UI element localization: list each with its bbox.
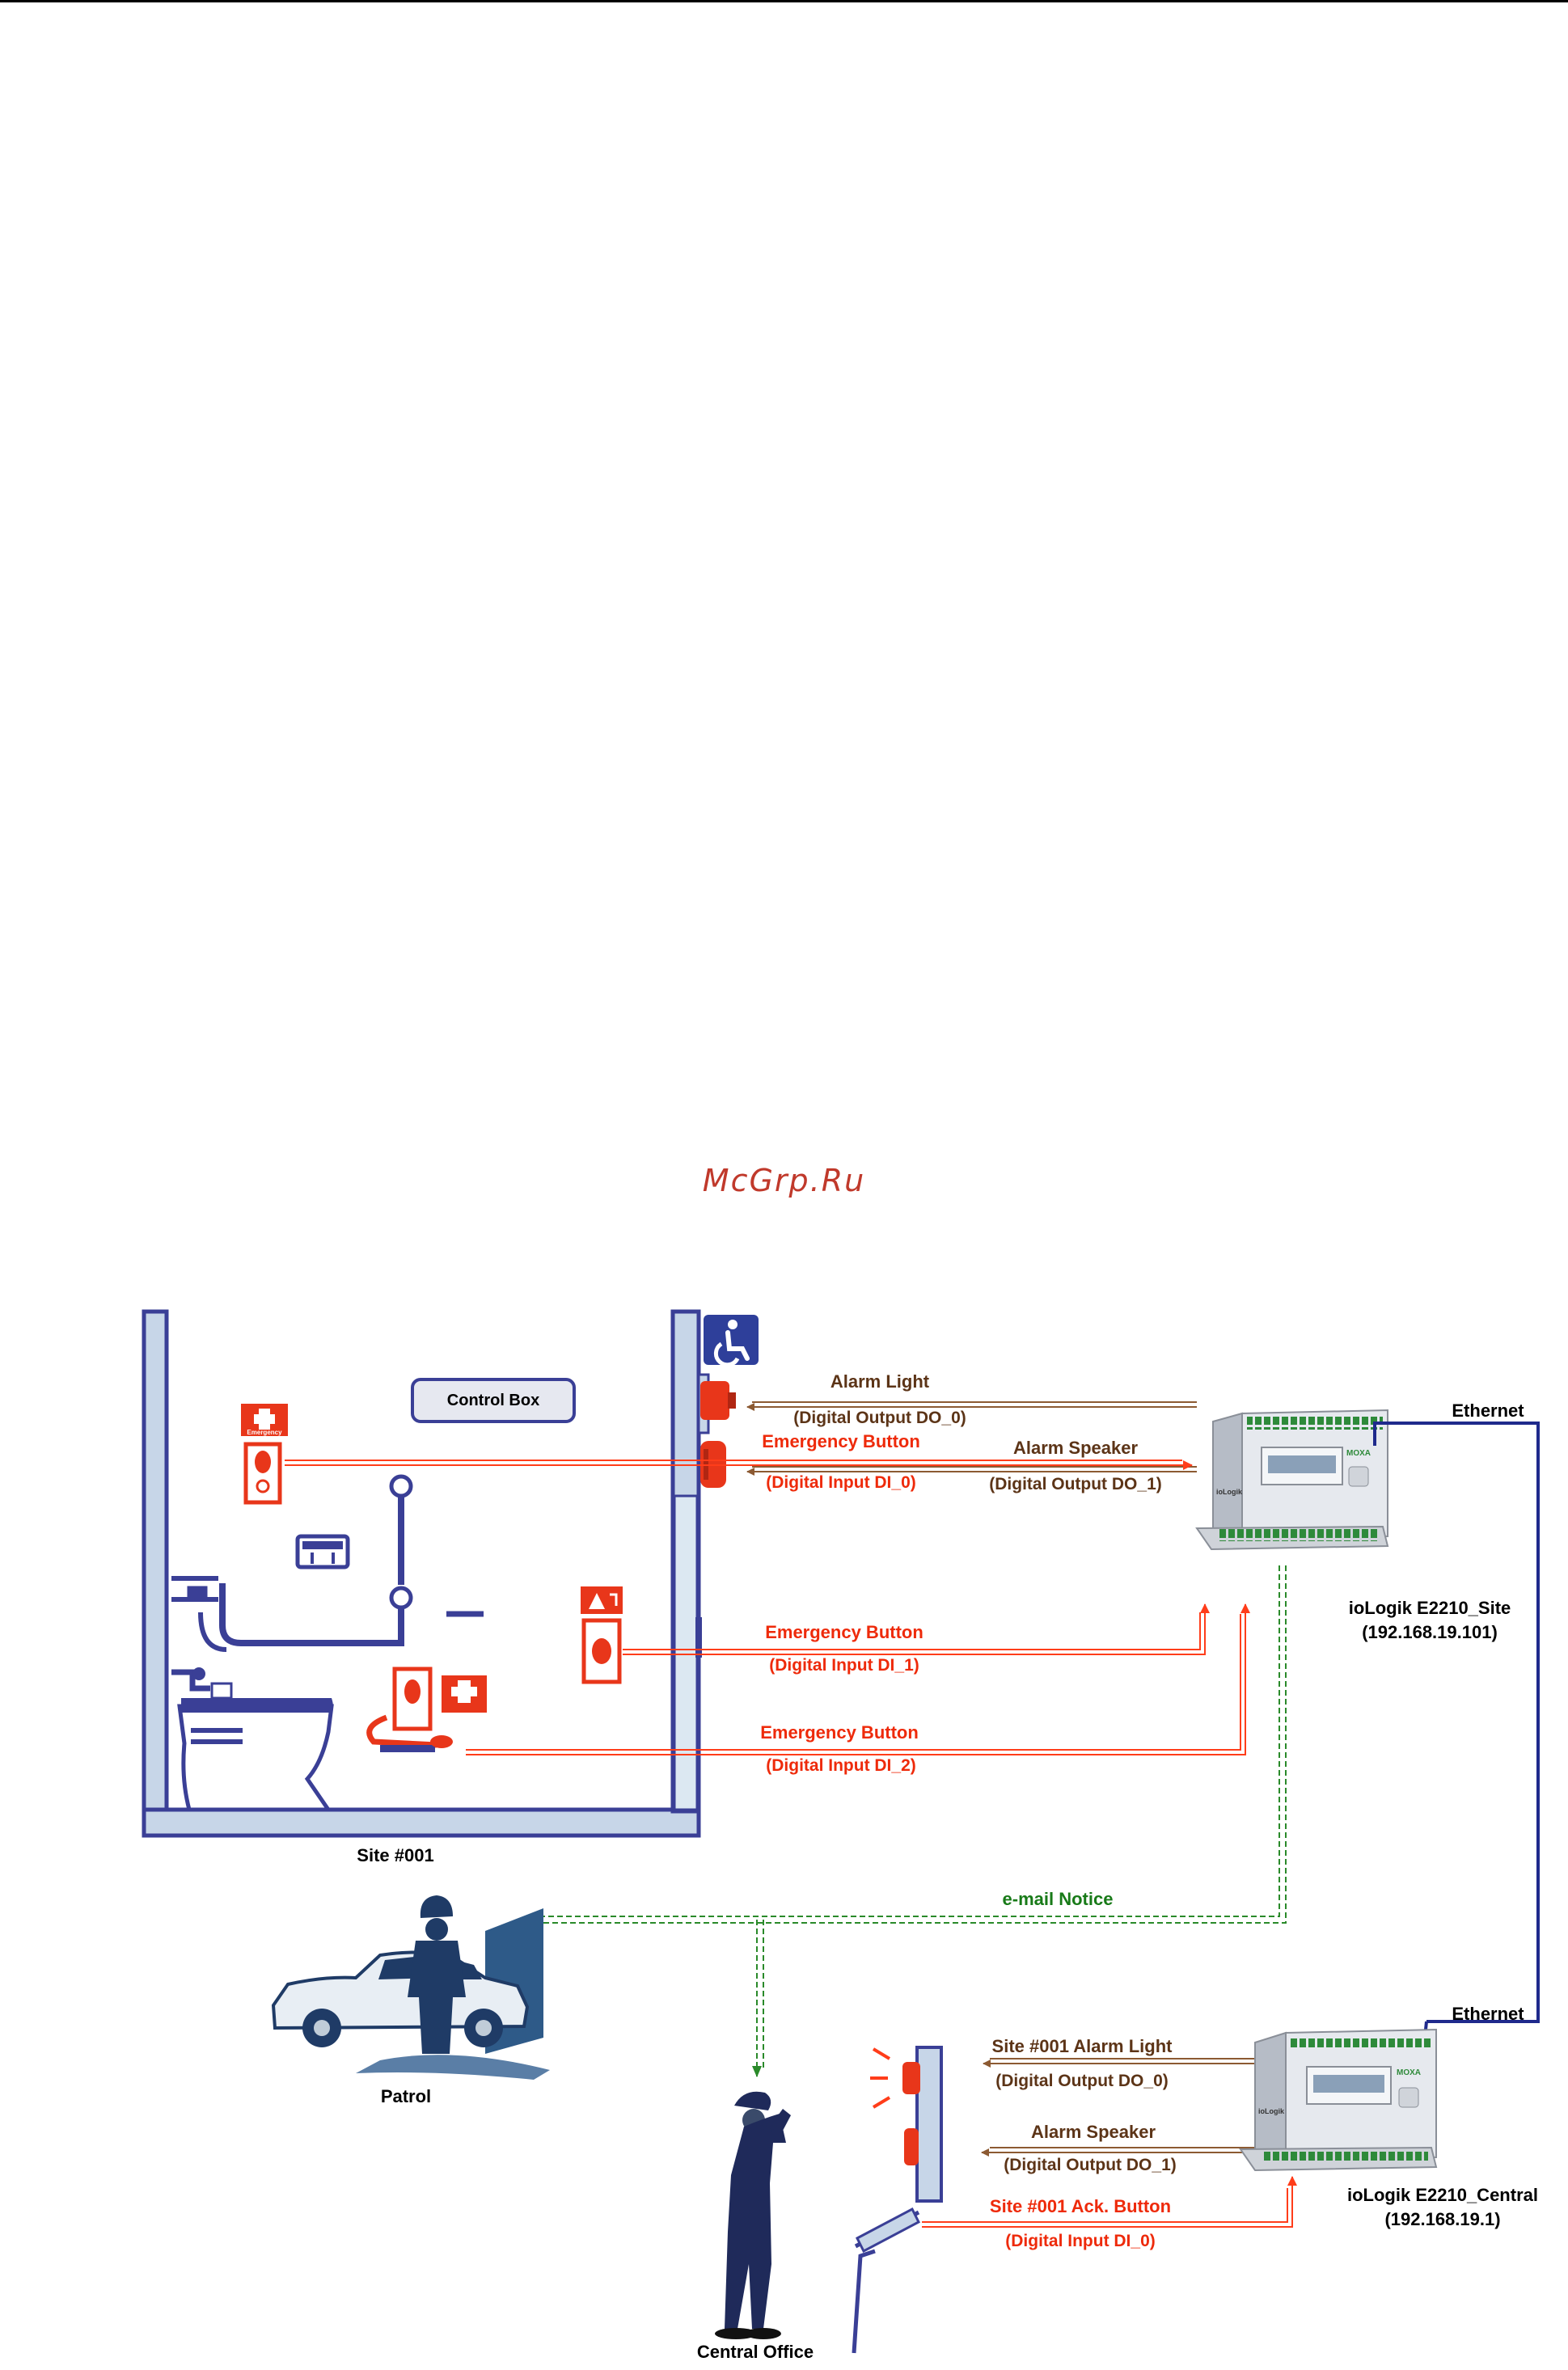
ethernet-label-top: Ethernet bbox=[1452, 1400, 1524, 1421]
central-device-name: ioLogik E2210_Central bbox=[1347, 2185, 1538, 2205]
central-alarm-speaker-label: Alarm Speaker bbox=[1031, 2122, 1156, 2142]
page-top-rule bbox=[0, 0, 1568, 2]
emergency-button-2-detail: (Digital Input DI_2) bbox=[766, 1756, 916, 1775]
central-ack-button-label: Site #001 Ack. Button bbox=[990, 2196, 1171, 2216]
alarm-speaker-label: Alarm Speaker bbox=[1013, 1438, 1139, 1458]
alarm-light-label: Alarm Light bbox=[830, 1371, 930, 1392]
toilet-icon bbox=[171, 1667, 334, 1812]
emergency-button-1-icon bbox=[581, 1586, 623, 1684]
alarm-speaker-detail: (Digital Output DO_1) bbox=[989, 1475, 1162, 1493]
central-ack-button-detail: (Digital Input DI_0) bbox=[1005, 2232, 1156, 2250]
ethernet-label-bottom: Ethernet bbox=[1452, 2004, 1524, 2024]
central-office-label: Central Office bbox=[697, 2342, 814, 2362]
site-device-ip: (192.168.19.101) bbox=[1362, 1622, 1498, 1642]
site-device-name: ioLogik E2210_Site bbox=[1349, 1598, 1511, 1618]
central-iologik-device: MOXA ioLogik bbox=[1239, 2028, 1438, 2172]
ethernet-link bbox=[1373, 1422, 1540, 2038]
central-signal-labels: Site #001 Alarm Light (Digital Output DO… bbox=[990, 2036, 1177, 2250]
patrol-label: Patrol bbox=[381, 2086, 431, 2106]
central-signal-lines bbox=[922, 2058, 1297, 2228]
central-alarm-light-label: Site #001 Alarm Light bbox=[992, 2036, 1173, 2056]
watermark: McGrp.Ru bbox=[702, 1163, 866, 1198]
emergency-sign-text: Emergency bbox=[247, 1429, 282, 1436]
email-notice-label: e-mail Notice bbox=[1003, 1889, 1114, 1909]
floor bbox=[142, 1807, 701, 1838]
site-device-brand: MOXA bbox=[1346, 1449, 1371, 1458]
emergency-button-2-label: Emergency Button bbox=[760, 1722, 919, 1743]
central-device-brand: MOXA bbox=[1397, 2068, 1421, 2077]
central-device-model: ioLogik bbox=[1258, 2107, 1285, 2115]
door-handle bbox=[695, 1617, 702, 1658]
patrol-car-icon bbox=[271, 1895, 550, 2080]
emergency-button-0-detail: (Digital Input DI_0) bbox=[766, 1473, 916, 1492]
site-label: Site #001 bbox=[357, 1845, 433, 1865]
emergency-button-1-detail: (Digital Input DI_1) bbox=[769, 1656, 919, 1675]
central-alarm-speaker-detail: (Digital Output DO_1) bbox=[1004, 2156, 1177, 2174]
emergency-button-2-icon bbox=[366, 1667, 487, 1752]
central-alarm-speaker-icon bbox=[904, 2128, 919, 2165]
paper-dispenser-icon bbox=[295, 1534, 350, 1569]
central-device-ip: (192.168.19.1) bbox=[1384, 2209, 1500, 2229]
site-room bbox=[142, 1309, 702, 1838]
control-box: Control Box bbox=[411, 1378, 576, 1423]
accessibility-sign-icon bbox=[704, 1315, 759, 1367]
officer-icon bbox=[715, 2091, 791, 2339]
central-panel bbox=[852, 2046, 943, 2354]
site-device-model: ioLogik bbox=[1216, 1488, 1243, 1496]
door bbox=[673, 1494, 699, 1811]
site-alarm-light-icon bbox=[697, 1373, 736, 1434]
emergency-button-0-label: Emergency Button bbox=[762, 1431, 920, 1451]
emergency-button-1-label: Emergency Button bbox=[765, 1622, 923, 1642]
left-wall bbox=[142, 1309, 169, 1815]
site-signal-lines bbox=[285, 1401, 1250, 1755]
central-alarm-light-detail: (Digital Output DO_0) bbox=[995, 2072, 1169, 2090]
alarm-light-detail: (Digital Output DO_0) bbox=[793, 1409, 966, 1427]
central-alarm-light-icon bbox=[870, 2047, 920, 2109]
email-notice-lines bbox=[528, 1565, 1287, 2077]
control-box-label: Control Box bbox=[447, 1392, 539, 1409]
site-signal-labels: Alarm Light (Digital Output DO_0) Alarm … bbox=[760, 1371, 1162, 1775]
grab-bars bbox=[171, 1474, 484, 1652]
emergency-button-0-icon: Emergency bbox=[241, 1404, 288, 1505]
site-iologik-device: MOXA ioLogik bbox=[1195, 1409, 1389, 1551]
